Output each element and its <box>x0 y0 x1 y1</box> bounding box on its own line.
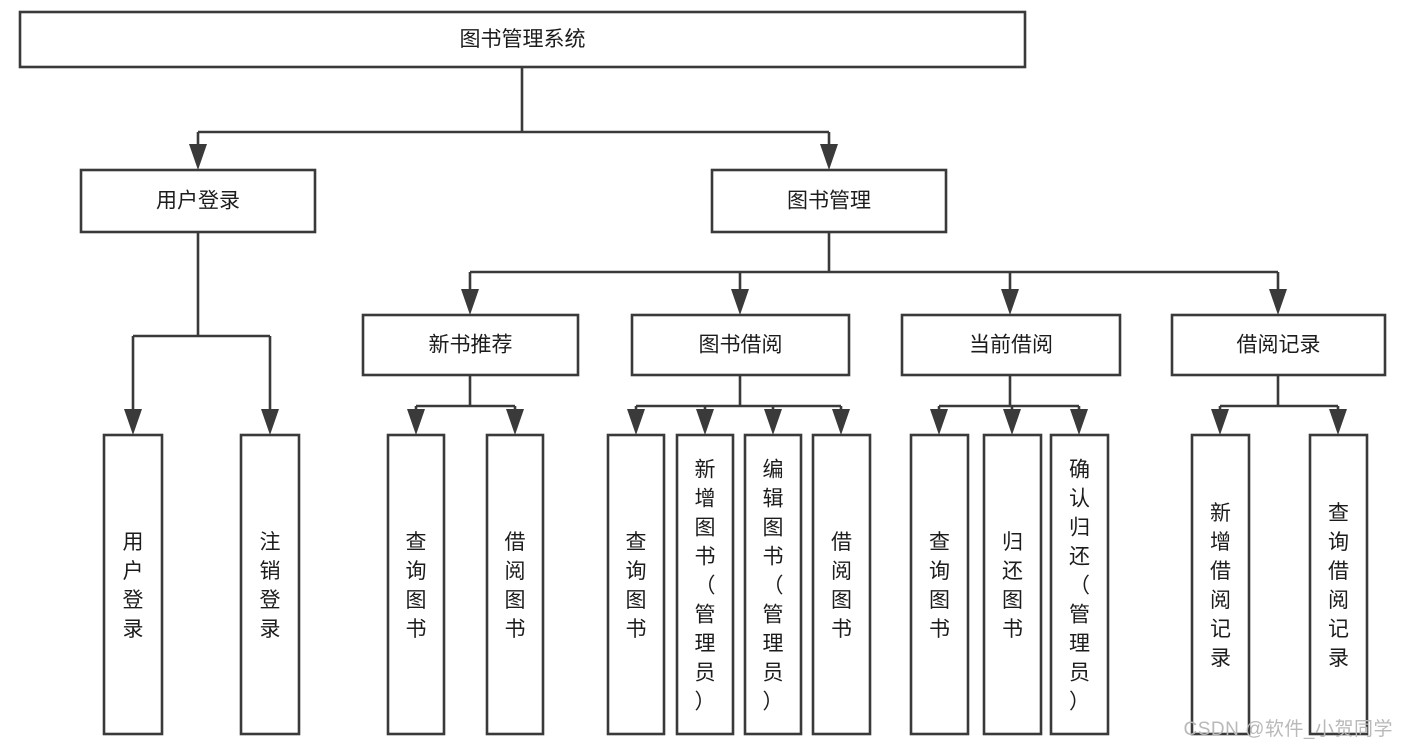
connectors-layer <box>124 67 1347 435</box>
node-label: 查询图书 <box>626 531 647 641</box>
node-root[interactable]: 图书管理系统 <box>18 10 1027 69</box>
node-leaf-user-logout[interactable]: 注销登录 <box>239 433 301 736</box>
arrow-head-icon <box>407 409 425 435</box>
node-user-login[interactable]: 用户登录 <box>79 168 317 234</box>
node-label: 查询图书 <box>929 531 950 641</box>
conn-current-borrow <box>930 375 1088 435</box>
node-label: 新书推荐 <box>429 334 513 357</box>
node-box[interactable] <box>102 433 164 736</box>
node-current-borrow[interactable]: 当前借阅 <box>900 313 1122 377</box>
node-box[interactable] <box>1170 313 1387 377</box>
arrow-head-icon <box>461 289 479 315</box>
node-box[interactable] <box>485 433 545 736</box>
node-box[interactable] <box>630 313 851 377</box>
arrow-head-icon <box>1003 409 1021 435</box>
node-leaf-user-login[interactable]: 用户登录 <box>102 433 164 736</box>
node-label: 编辑图书（管理员） <box>763 459 784 714</box>
arrow-head-icon <box>1211 409 1229 435</box>
arrow-head-icon <box>764 409 782 435</box>
node-label: 图书管理 <box>787 190 871 213</box>
node-box[interactable] <box>909 433 970 736</box>
node-box[interactable] <box>1049 433 1110 736</box>
node-label: 新增图书（管理员） <box>695 459 716 714</box>
arrow-head-icon <box>1329 409 1347 435</box>
conn-user-login <box>124 232 279 435</box>
node-label: 查询图书 <box>406 531 427 641</box>
node-label: 归还图书 <box>1002 531 1023 641</box>
node-leaf-return-book[interactable]: 归还图书 <box>982 433 1043 736</box>
node-label: 当前借阅 <box>969 334 1053 357</box>
arrow-head-icon <box>1001 289 1019 315</box>
node-book-borrow[interactable]: 图书借阅 <box>630 313 851 377</box>
arrow-head-icon <box>627 409 645 435</box>
node-box[interactable] <box>675 433 735 736</box>
arrow-head-icon <box>189 144 207 170</box>
node-leaf-add-book-admin[interactable]: 新增图书（管理员） <box>675 433 735 736</box>
node-label: 图书管理系统 <box>460 28 586 51</box>
node-box[interactable] <box>239 433 301 736</box>
node-leaf-rec-borrow-book[interactable]: 借阅图书 <box>485 433 545 736</box>
node-box[interactable] <box>361 313 580 377</box>
node-box[interactable] <box>79 168 317 234</box>
node-label: 新增借阅记录 <box>1210 502 1231 670</box>
node-leaf-borrow-query-book[interactable]: 查询图书 <box>606 433 666 736</box>
node-label: 注销登录 <box>260 531 281 641</box>
node-label: 借阅记录 <box>1237 334 1321 357</box>
arrow-head-icon <box>506 409 524 435</box>
csdn-watermark: CSDN @软件_小贺同学 <box>1183 719 1393 740</box>
arrow-head-icon <box>930 409 948 435</box>
node-leaf-add-borrow-record[interactable]: 新增借阅记录 <box>1190 433 1251 736</box>
node-borrow-record[interactable]: 借阅记录 <box>1170 313 1387 377</box>
node-label: 借阅图书 <box>831 531 852 641</box>
node-box[interactable] <box>606 433 666 736</box>
node-leaf-borrow-book[interactable]: 借阅图书 <box>811 433 872 736</box>
node-label: 查询借阅记录 <box>1328 502 1349 670</box>
node-box[interactable] <box>982 433 1043 736</box>
arrow-head-icon <box>124 409 142 435</box>
arrow-head-icon <box>696 409 714 435</box>
arrow-head-icon <box>832 409 850 435</box>
node-leaf-rec-query-book[interactable]: 查询图书 <box>386 433 446 736</box>
conn-root <box>189 67 838 170</box>
node-label: 用户登录 <box>156 190 240 213</box>
node-box[interactable] <box>743 433 803 736</box>
node-leaf-edit-book-admin[interactable]: 编辑图书（管理员） <box>743 433 803 736</box>
node-box[interactable] <box>1190 433 1251 736</box>
node-box[interactable] <box>1308 433 1369 736</box>
node-label: 确认归还（管理员） <box>1069 459 1090 714</box>
arrow-head-icon <box>731 289 749 315</box>
node-leaf-confirm-return-admin[interactable]: 确认归还（管理员） <box>1049 433 1110 736</box>
node-box[interactable] <box>811 433 872 736</box>
node-box[interactable] <box>18 10 1027 69</box>
node-label: 图书借阅 <box>699 334 783 357</box>
arrow-head-icon <box>1070 409 1088 435</box>
nodes-layer: 图书管理系统用户登录图书管理新书推荐图书借阅当前借阅借阅记录用户登录注销登录查询… <box>18 10 1387 736</box>
node-label: 借阅图书 <box>505 531 526 641</box>
node-label: 用户登录 <box>123 531 144 641</box>
node-box[interactable] <box>386 433 446 736</box>
arrow-head-icon <box>261 409 279 435</box>
node-box[interactable] <box>900 313 1122 377</box>
conn-borrow-record <box>1211 375 1347 435</box>
conn-new-book-rec <box>407 375 524 435</box>
conn-book-borrow <box>627 375 850 435</box>
arrow-head-icon <box>1269 289 1287 315</box>
node-book-manage[interactable]: 图书管理 <box>710 168 948 234</box>
conn-book-manage <box>461 232 1287 315</box>
node-new-book-rec[interactable]: 新书推荐 <box>361 313 580 377</box>
node-leaf-cur-query-book[interactable]: 查询图书 <box>909 433 970 736</box>
node-box[interactable] <box>710 168 948 234</box>
node-leaf-query-borrow-record[interactable]: 查询借阅记录 <box>1308 433 1369 736</box>
arrow-head-icon <box>820 144 838 170</box>
